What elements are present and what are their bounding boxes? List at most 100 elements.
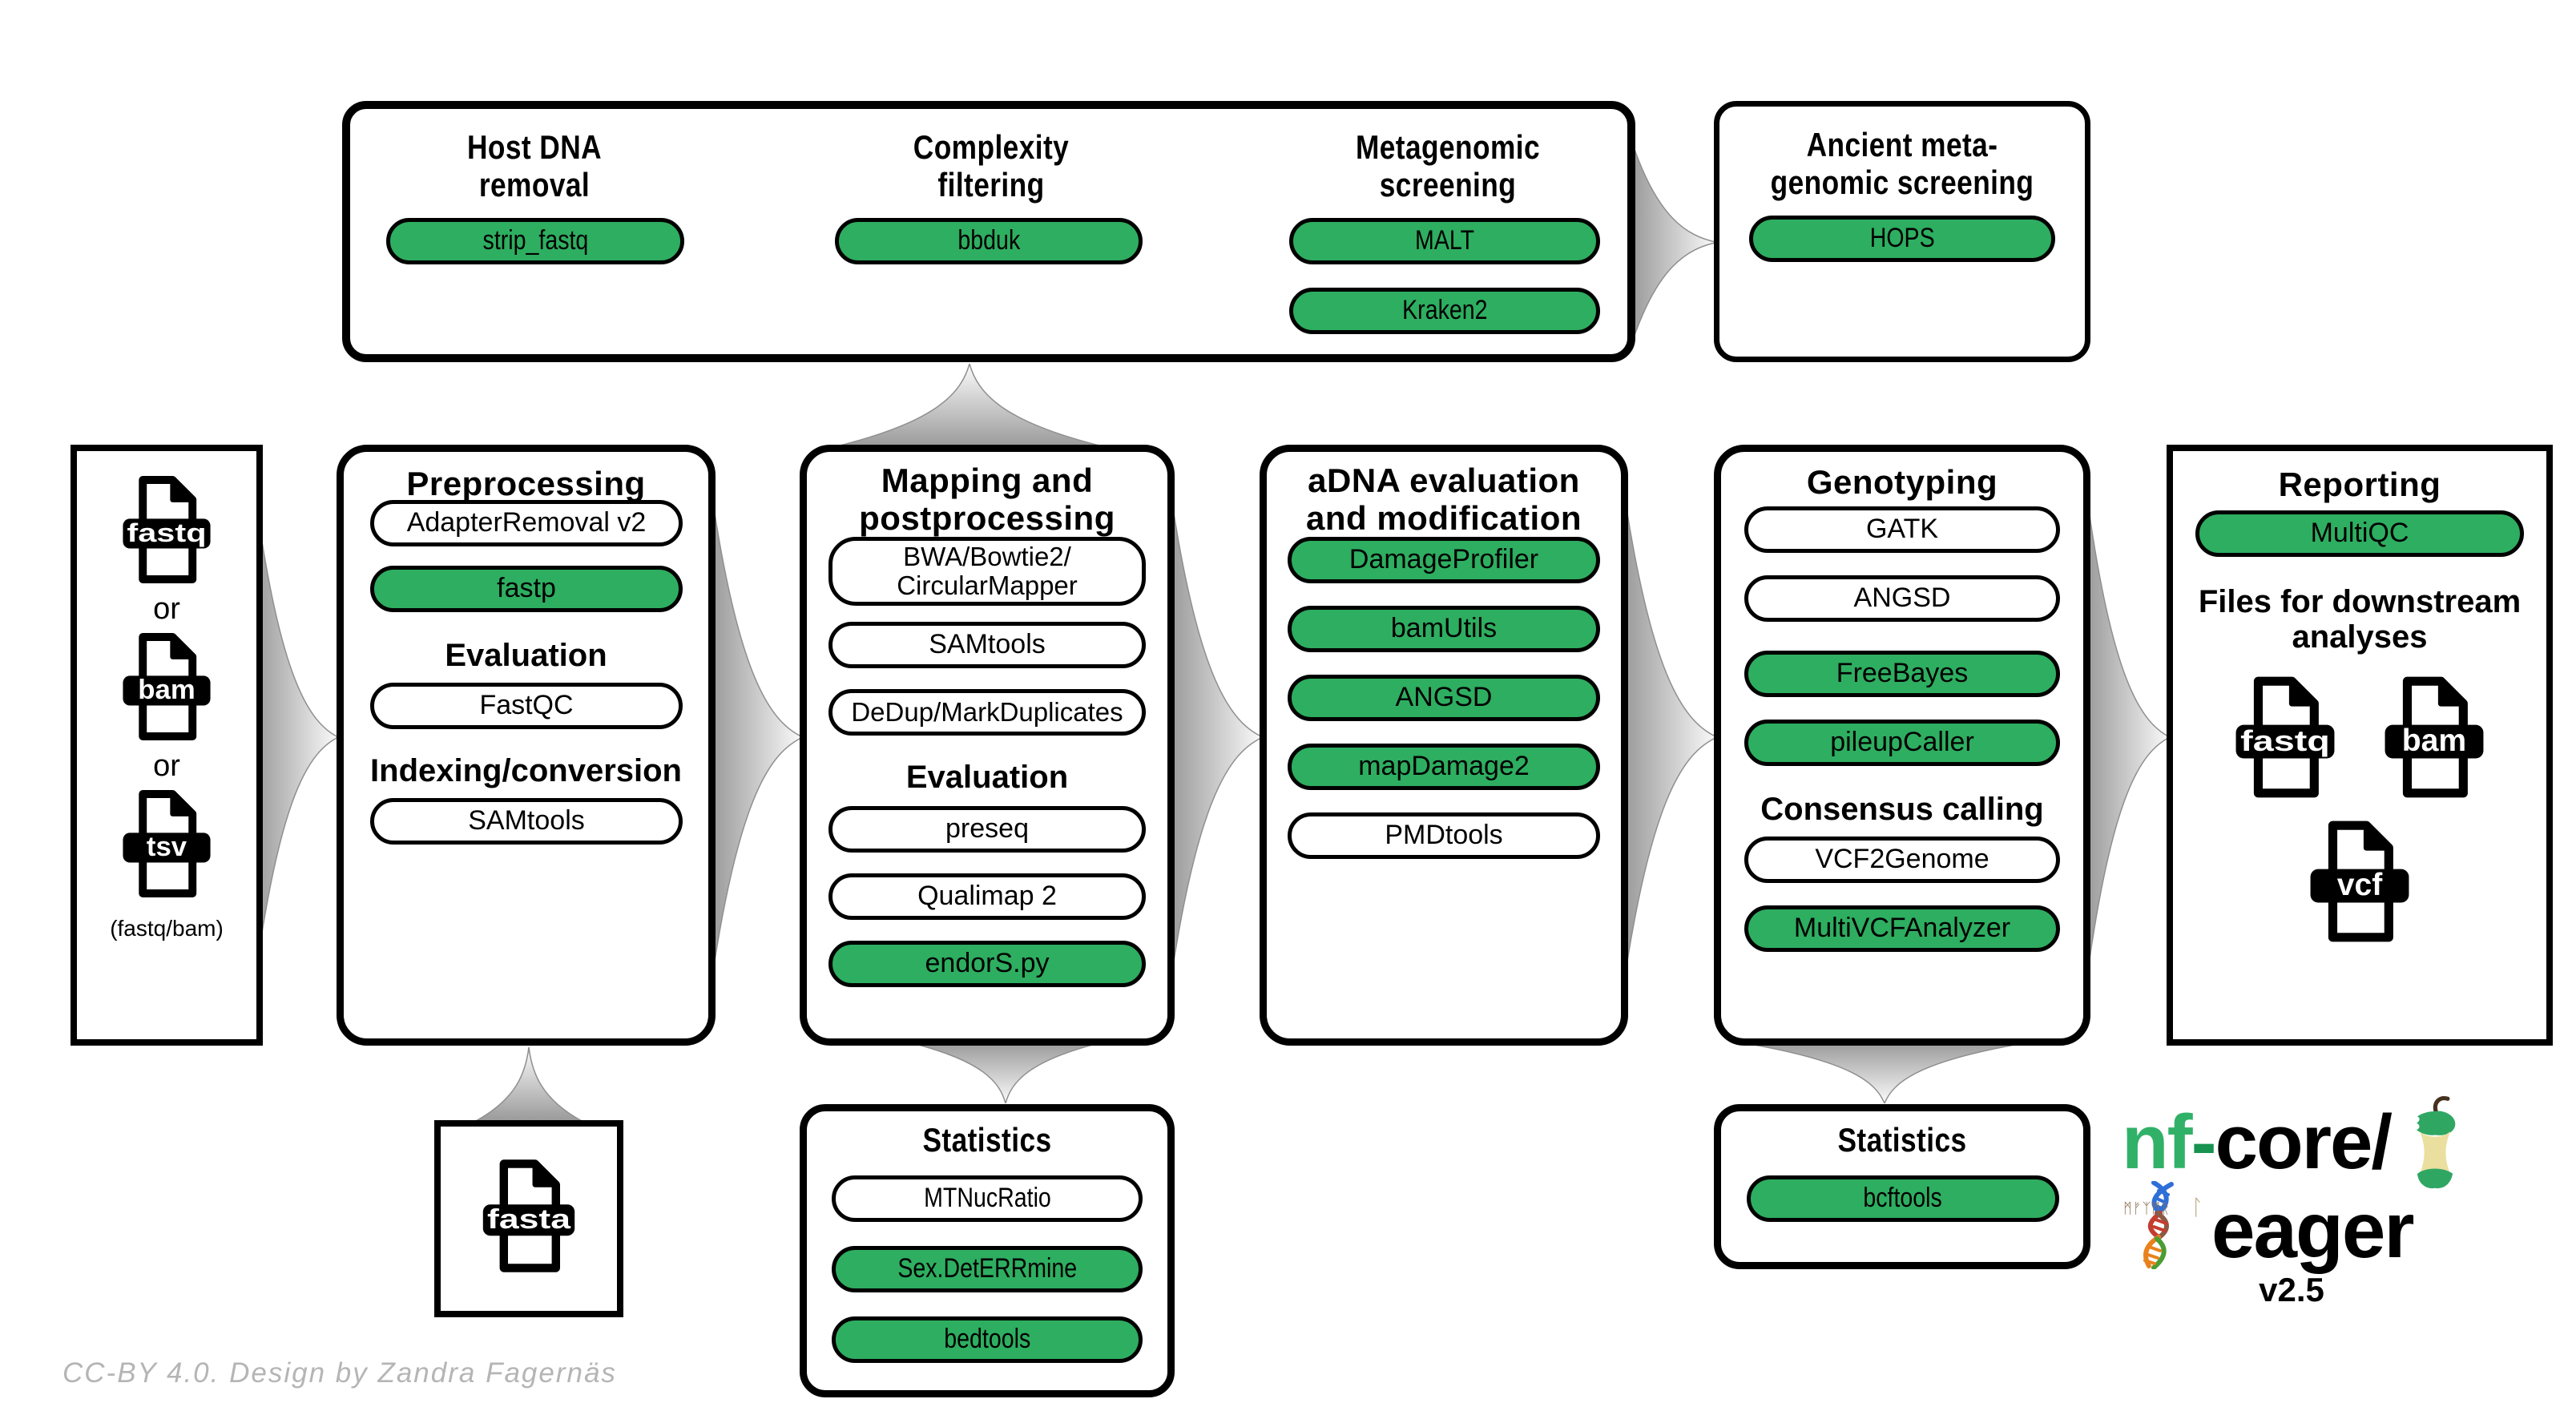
tool-pileupcaller: pileupCaller — [1744, 720, 2060, 766]
statistics-genotyping-box: Statistics bcftools — [1714, 1104, 2090, 1269]
consensus-calling-heading: Consensus calling — [1760, 792, 2044, 827]
fastq-file-label: fastq — [127, 518, 206, 547]
dna-helix-icon — [2143, 1181, 2174, 1269]
downstream-files-heading: Files for downstream analyses — [2198, 584, 2522, 655]
rune-text: ᛗᚠᛉᛗᚱ — [2123, 1200, 2171, 1217]
statistics-mapping-box: Statistics MTNucRatio Sex.DetERRmine bed… — [800, 1104, 1175, 1397]
flow-arrow-genotyping-to-reporting — [2086, 493, 2170, 982]
reporting-box: Reporting MultiQC Files for downstream a… — [2167, 445, 2553, 1046]
tool-sexdeterrmine-label: Sex.DetERRmine — [897, 1253, 1077, 1284]
input-caption: (fastq/bam) — [110, 916, 224, 941]
complexity-filtering-title: Complexity filtering — [913, 128, 1070, 204]
tool-hops-label: HOPS — [1869, 223, 1935, 254]
tool-mapdamage2: mapDamage2 — [1288, 744, 1600, 790]
tool-mapdamage2-label: mapDamage2 — [1358, 751, 1530, 782]
tool-bwa-bowtie2-circularmapper: BWA/Bowtie2/ CircularMapper — [828, 537, 1146, 606]
tool-pileupcaller-label: pileupCaller — [1830, 727, 1974, 758]
tool-samtools-map-label: SAMtools — [929, 629, 1046, 660]
statistics-genotyping-title: Statistics — [1837, 1121, 1967, 1159]
tool-malt: MALT — [1289, 218, 1600, 264]
or-separator-1: or — [153, 592, 180, 626]
tool-angsd-geno: ANGSD — [1744, 575, 2060, 622]
tool-bcftools-label: bcftools — [1863, 1183, 1943, 1214]
preprocessing-indexing-heading: Indexing/conversion — [370, 753, 682, 788]
tool-adapterremoval-label: AdapterRemoval v2 — [406, 507, 647, 538]
apple-core-icon — [2416, 1095, 2456, 1189]
bam-output-file-icon: bam — [2385, 676, 2484, 798]
ancient-screening-box: Ancient meta- genomic screening HOPS — [1714, 101, 2090, 362]
tool-bamutils-label: bamUtils — [1390, 613, 1498, 644]
tool-samtools-pre-label: SAMtools — [468, 805, 585, 837]
tool-qualimap-label: Qualimap 2 — [917, 881, 1057, 912]
adna-box: aDNA evaluation and modification DamageP… — [1260, 445, 1628, 1046]
tool-preseq: preseq — [828, 806, 1146, 853]
tool-fastp-label: fastp — [497, 573, 556, 604]
tool-bcftools: bcftools — [1747, 1175, 2059, 1222]
tool-freebayes-label: FreeBayes — [1836, 658, 1969, 689]
tool-fastqc-label: FastQC — [479, 690, 574, 721]
tool-dedup-label: DeDup/MarkDuplicates — [851, 696, 1123, 727]
nfcore-core-text: core/ — [2215, 1099, 2393, 1185]
or-separator-2: or — [153, 749, 180, 783]
input-files-box: fastq or bam or tsv (fastq/bam) — [71, 445, 263, 1046]
bam-file-label: bam — [138, 675, 195, 705]
tool-damageprofiler: DamageProfiler — [1288, 537, 1600, 583]
tool-bbduk-label: bbduk — [957, 225, 1020, 256]
tool-multivcfanalyzer: MultiVCFAnalyzer — [1744, 905, 2060, 952]
tsv-file-label: tsv — [147, 832, 187, 862]
tool-pmdtools: PMDtools — [1288, 812, 1600, 859]
flow-arrow-fasta-to-preprocessing — [476, 1047, 582, 1121]
tool-fastp: fastp — [370, 566, 683, 612]
flow-arrow-genotyping-to-statistics — [1740, 1042, 2029, 1103]
tool-freebayes: FreeBayes — [1744, 651, 2060, 697]
tool-damageprofiler-label: DamageProfiler — [1348, 544, 1539, 575]
tool-strip-fastq: strip_fastq — [386, 218, 684, 264]
bam-file-icon: bam — [123, 633, 211, 740]
fastq-output-label: fastq — [2240, 724, 2330, 757]
preprocessing-box: Preprocessing AdapterRemoval v2 fastp Ev… — [337, 445, 716, 1046]
tool-endors-label: endorS.py — [925, 948, 1050, 979]
tool-angsd-geno-label: ANGSD — [1853, 583, 1951, 614]
tool-fastqc: FastQC — [370, 683, 683, 729]
tool-kraken2-label: Kraken2 — [1401, 295, 1488, 326]
genotyping-title: Genotyping — [1806, 463, 1998, 501]
nfcore-nf-text: nf — [2122, 1099, 2193, 1185]
tool-bedtools-label: bedtools — [944, 1324, 1030, 1355]
tool-multiqc-label: MultiQC — [2310, 518, 2409, 549]
tool-preseq-label: preseq — [945, 813, 1029, 845]
fastq-file-icon: fastq — [123, 476, 211, 583]
tool-angsd-adna-label: ANGSD — [1395, 682, 1493, 713]
preprocessing-evaluation-heading: Evaluation — [445, 638, 607, 673]
tool-dedup-markduplicates: DeDup/MarkDuplicates — [828, 689, 1146, 736]
rune-l-glyph: ᛚ — [2191, 1195, 2204, 1220]
eager-wordmark: eager — [2211, 1186, 2415, 1274]
version-label: v2.5 — [2259, 1271, 2324, 1308]
tool-gatk: GATK — [1744, 506, 2060, 553]
statistics-mapping-title: Statistics — [922, 1121, 1052, 1159]
flow-arrow-mapping-to-screening — [833, 364, 1106, 447]
tool-mtnucratio: MTNucRatio — [832, 1175, 1143, 1222]
tool-qualimap: Qualimap 2 — [828, 873, 1146, 920]
tool-multivcfanalyzer-label: MultiVCFAnalyzer — [1793, 913, 2011, 944]
tool-bwa-label: BWA/Bowtie2/ CircularMapper — [897, 541, 1078, 600]
tool-mtnucratio-label: MTNucRatio — [923, 1183, 1051, 1214]
flow-arrow-mapping-to-adna — [1171, 493, 1263, 982]
mapping-box: Mapping and postprocessing BWA/Bowtie2/ … — [800, 445, 1175, 1046]
bam-output-label: bam — [2402, 724, 2466, 758]
tsv-file-icon: tsv — [123, 790, 211, 897]
tool-adapterremoval: AdapterRemoval v2 — [370, 500, 683, 546]
genotyping-box: Genotyping GATK ANGSD FreeBayes pileupCa… — [1714, 445, 2090, 1046]
flow-arrow-adna-to-genotyping — [1624, 493, 1717, 982]
flow-arrow-screening-to-ancient — [1631, 140, 1717, 345]
tool-bamutils: bamUtils — [1288, 606, 1600, 652]
fasta-file-label: fasta — [487, 1204, 572, 1235]
tool-gatk-label: GATK — [1865, 514, 1939, 545]
flow-arrow-preprocessing-to-mapping — [712, 493, 803, 982]
vcf-output-file-icon: vcf — [2310, 820, 2409, 942]
tool-bedtools: bedtools — [832, 1316, 1143, 1363]
license-credit-text: CC-BY 4.0. Design by Zandra Fagernäs — [62, 1357, 617, 1389]
tool-pmdtools-label: PMDtools — [1385, 820, 1503, 851]
fasta-file-icon: fasta — [482, 1159, 575, 1272]
ancient-screening-title: Ancient meta- genomic screening — [1770, 126, 2034, 202]
